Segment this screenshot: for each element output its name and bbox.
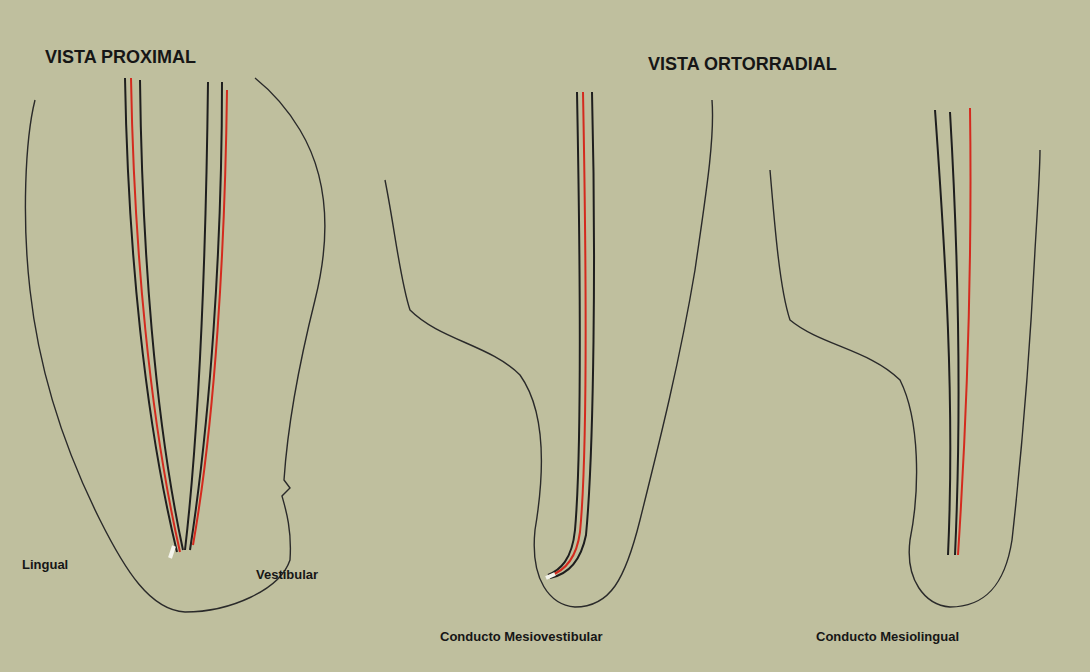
tooth-outlines: [25, 78, 1040, 612]
canal-caption: Conducto Mesiovestibular: [440, 630, 603, 644]
view-heading: VISTA PROXIMAL: [45, 48, 196, 68]
canal-line: [935, 110, 950, 555]
canal-line: [549, 92, 586, 576]
canal-line: [950, 112, 959, 555]
surface-label: Lingual: [22, 558, 68, 572]
file-tip: [546, 574, 555, 578]
file-tip: [170, 546, 174, 558]
canal-line: [131, 78, 180, 552]
canal-lines: [125, 78, 971, 578]
tooth-outline: [385, 100, 713, 607]
tooth-outline: [770, 150, 1040, 607]
canal-caption: Conducto Mesiolingual: [816, 630, 959, 644]
canal-line: [190, 82, 222, 550]
canal-line: [550, 92, 594, 578]
canal-line: [548, 92, 580, 575]
canal-line: [958, 108, 971, 555]
surface-label: Vestibular: [256, 568, 318, 582]
canal-line: [140, 80, 183, 550]
canal-line: [193, 90, 227, 545]
view-heading: VISTA ORTORRADIAL: [648, 55, 837, 75]
canal-line: [185, 82, 208, 550]
tooth-outline: [25, 78, 324, 612]
